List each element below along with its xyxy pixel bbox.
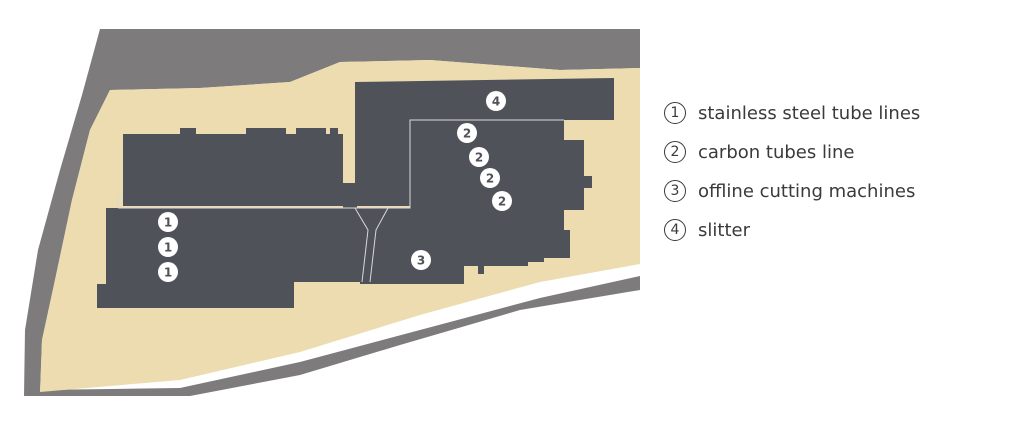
legend-label: carbon tubes line — [698, 141, 855, 163]
legend-number: 2 — [664, 141, 686, 163]
marker-number: 1 — [164, 241, 172, 255]
map-marker: 2 — [480, 168, 500, 188]
marker-circle — [457, 123, 477, 143]
map-marker: 1 — [158, 212, 178, 232]
marker-number: 2 — [498, 195, 506, 209]
legend-item: 2 carbon tubes line — [664, 139, 1014, 165]
marker-circle — [158, 262, 178, 282]
legend-item: 4 slitter — [664, 217, 1014, 243]
hall-outline — [117, 195, 123, 208]
building-east — [360, 120, 592, 284]
marker-circle — [480, 168, 500, 188]
map-marker: 3 — [411, 250, 431, 270]
marker-circle — [492, 191, 512, 211]
marker-number: 2 — [475, 151, 483, 165]
marker-circle — [411, 250, 431, 270]
building-west-upper — [123, 128, 343, 206]
marker-circle — [486, 91, 506, 111]
map-marker: 2 — [457, 123, 477, 143]
legend-label: offline cutting machines — [698, 180, 916, 202]
hall-outline-main — [118, 207, 369, 283]
legend-label: slitter — [698, 219, 750, 241]
hall-outline-east — [355, 119, 564, 209]
map-marker: 2 — [469, 147, 489, 167]
legend-item: 3 offline cutting machines — [664, 178, 1014, 204]
building-west-lower — [97, 208, 360, 308]
building-north — [355, 78, 614, 206]
marker-circle — [158, 237, 178, 257]
marker-number: 3 — [417, 254, 425, 268]
marker-number: 1 — [164, 266, 172, 280]
marker-circle — [469, 147, 489, 167]
map-marker: 1 — [158, 262, 178, 282]
site-boundary — [24, 29, 640, 396]
building-connector — [343, 183, 357, 208]
map-marker: 1 — [158, 237, 178, 257]
hall-outline-divider — [369, 207, 389, 283]
legend-number: 1 — [664, 102, 686, 124]
legend: 1 stainless steel tube lines 2 carbon tu… — [664, 100, 1014, 256]
legend-label: stainless steel tube lines — [698, 102, 921, 124]
marker-number: 1 — [164, 216, 172, 230]
legend-number: 3 — [664, 180, 686, 202]
marker-number: 2 — [463, 127, 471, 141]
legend-number: 4 — [664, 219, 686, 241]
marker-number: 4 — [492, 95, 500, 109]
marker-circle — [158, 212, 178, 232]
legend-item: 1 stainless steel tube lines — [664, 100, 1014, 126]
map-marker: 2 — [492, 191, 512, 211]
marker-number: 2 — [486, 172, 494, 186]
map-marker: 4 — [486, 91, 506, 111]
